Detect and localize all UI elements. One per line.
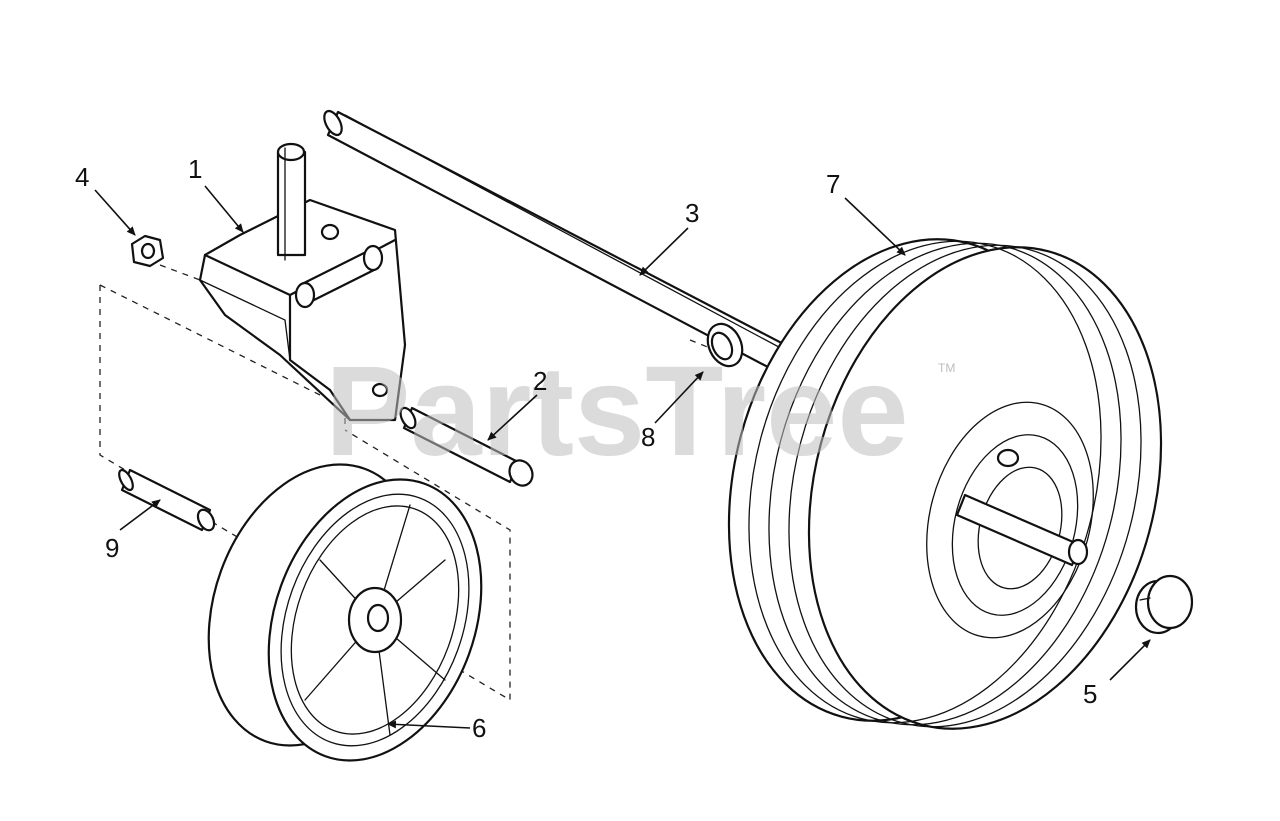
tire-wheel[interactable] xyxy=(677,199,1212,768)
watermark-text: PartsTree xyxy=(325,340,909,483)
callout-6: 6 xyxy=(472,713,486,743)
axle-bushing[interactable] xyxy=(701,318,749,371)
watermark: PartsTree TM xyxy=(325,340,955,483)
caster-pin[interactable] xyxy=(398,405,537,489)
callout-9: 9 xyxy=(105,533,119,563)
callout-leaders xyxy=(94,185,1151,729)
callout-5: 5 xyxy=(1083,679,1097,709)
hex-nut[interactable] xyxy=(130,234,165,268)
callout-7: 7 xyxy=(826,169,840,199)
callout-4: 4 xyxy=(75,162,89,192)
callout-8: 8 xyxy=(641,422,655,452)
callout-2: 2 xyxy=(533,366,547,396)
caster-bracket[interactable] xyxy=(198,142,407,422)
caster-wheel[interactable] xyxy=(171,435,518,791)
callout-labels: 1 2 3 4 5 6 7 8 9 xyxy=(75,154,1097,743)
tire-tread xyxy=(748,240,1142,728)
hub-cap[interactable] xyxy=(1134,574,1194,635)
wheel-spacer[interactable] xyxy=(116,468,217,533)
callout-3: 3 xyxy=(685,198,699,228)
watermark-trademark: TM xyxy=(938,361,955,375)
callout-1: 1 xyxy=(188,154,202,184)
